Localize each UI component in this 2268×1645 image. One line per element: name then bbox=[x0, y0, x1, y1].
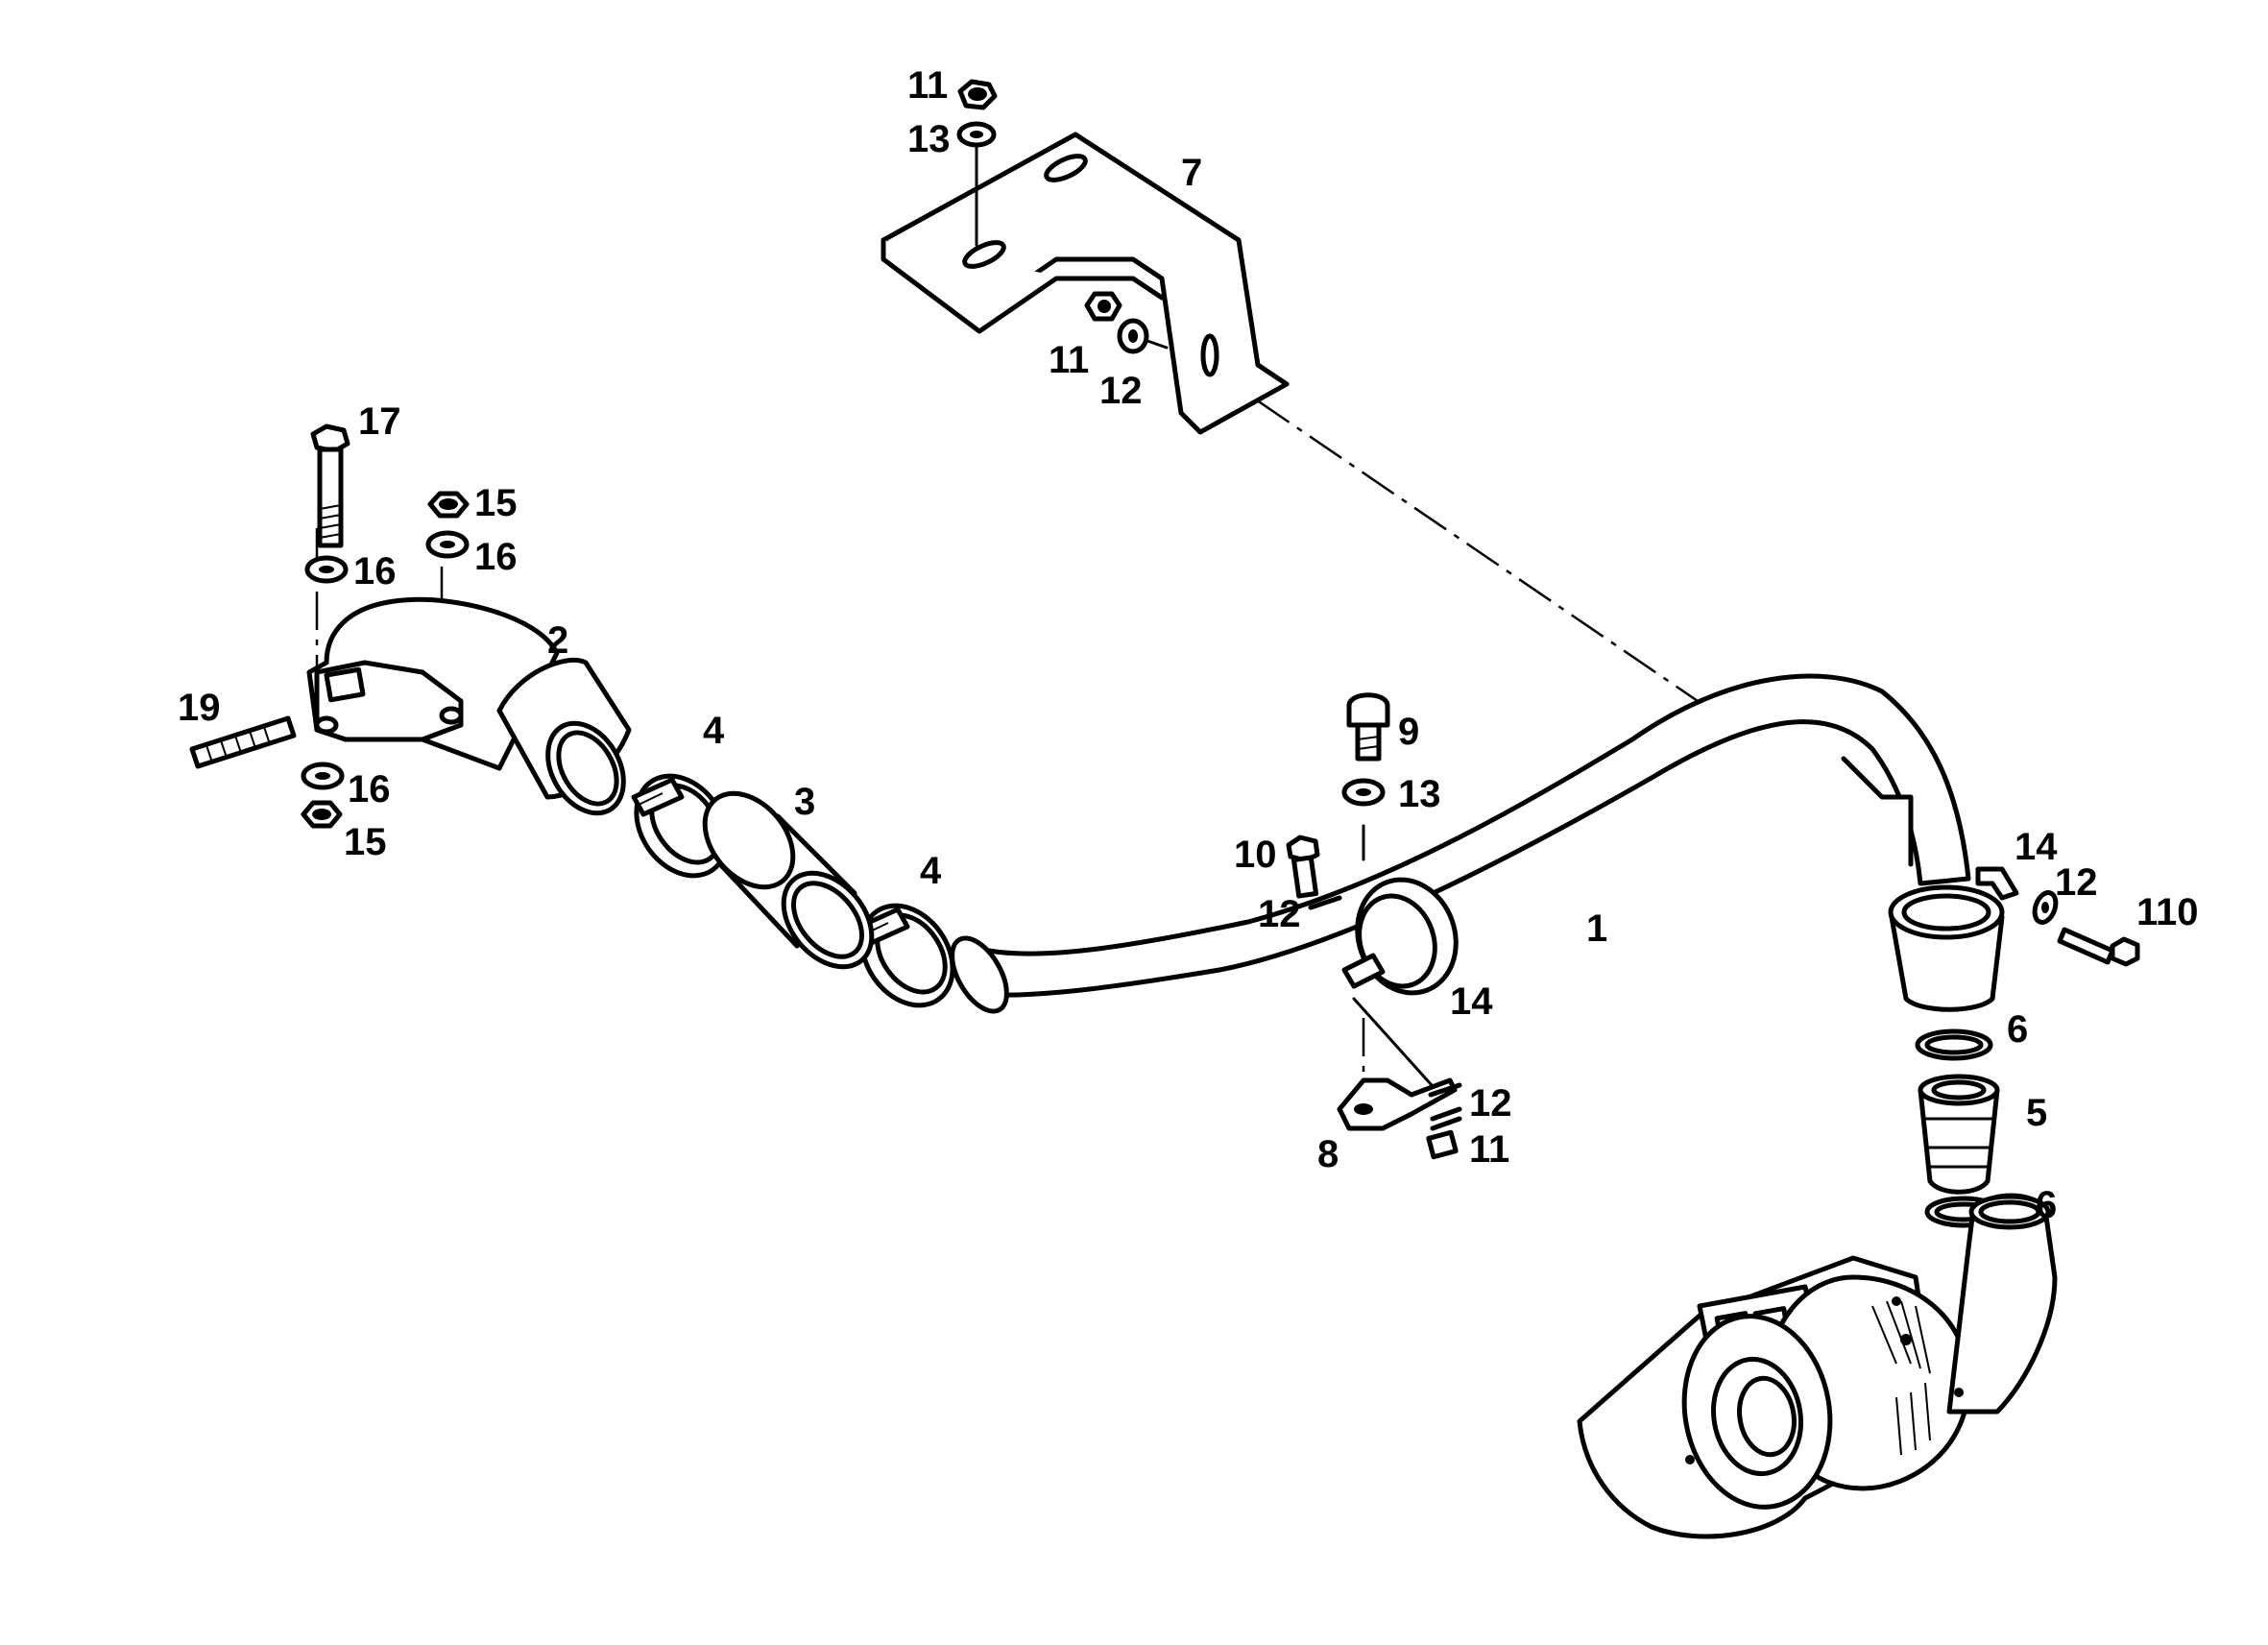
label-13-clamp: 13 bbox=[1398, 773, 1441, 815]
label-16-top-left: 16 bbox=[353, 550, 397, 593]
nut-11-top bbox=[957, 79, 998, 110]
label-4-right: 4 bbox=[920, 850, 942, 892]
bolt-9 bbox=[1346, 692, 1390, 762]
label-12-clamp: 12 bbox=[1258, 893, 1301, 935]
turbocharger bbox=[1577, 1193, 2058, 1539]
bolt-110 bbox=[2057, 927, 2140, 967]
nut-11-bottom bbox=[1426, 1129, 1459, 1160]
bolt-10 bbox=[1286, 835, 1320, 899]
clamp-4-left bbox=[631, 773, 730, 879]
washer-13-clamp bbox=[1341, 778, 1386, 807]
bracket-8 bbox=[1337, 1077, 1458, 1131]
label-6-top: 6 bbox=[2007, 1008, 2028, 1051]
washer-16-bottom bbox=[301, 762, 345, 790]
label-6-bottom: 6 bbox=[2036, 1184, 2057, 1226]
bolt-17 bbox=[310, 423, 350, 548]
label-4-left: 4 bbox=[703, 710, 725, 752]
washer-12-bottom bbox=[1430, 1106, 1462, 1131]
clamp-14-right bbox=[1888, 866, 2019, 1012]
nut-11-bracket bbox=[1084, 291, 1122, 322]
label-1: 1 bbox=[1586, 907, 1607, 950]
label-19: 19 bbox=[178, 687, 221, 729]
label-5: 5 bbox=[2026, 1092, 2047, 1134]
pipe-1 bbox=[950, 673, 1971, 1014]
washer-12-clamp bbox=[1308, 895, 1342, 910]
washer-16-top-left bbox=[304, 555, 349, 584]
washer-13-top bbox=[956, 121, 997, 148]
washer-12-right bbox=[2032, 890, 2059, 925]
label-17: 17 bbox=[358, 400, 401, 443]
label-15-top: 15 bbox=[474, 482, 518, 524]
label-13-top: 13 bbox=[907, 118, 951, 160]
label-15-bottom: 15 bbox=[344, 821, 387, 863]
label-10: 10 bbox=[1234, 834, 1277, 876]
washer-12-bracket bbox=[1117, 318, 1149, 354]
sleeve-3 bbox=[702, 790, 875, 970]
label-12-bottom: 12 bbox=[1469, 1082, 1512, 1125]
label-11-bottom: 11 bbox=[1469, 1128, 1509, 1171]
label-16-bottom: 16 bbox=[348, 768, 391, 810]
label-110: 110 bbox=[2136, 891, 2199, 933]
nut-15-top bbox=[427, 491, 470, 519]
clamp-4-right bbox=[857, 903, 955, 1008]
callout-labels: 1 2 3 4 4 5 6 6 7 8 9 10 11 11 11 12 12 … bbox=[178, 64, 2199, 1226]
label-7: 7 bbox=[1181, 152, 1202, 194]
label-11-bracket: 11 bbox=[1049, 339, 1089, 381]
label-14-right: 14 bbox=[2015, 826, 2058, 868]
label-14-left: 14 bbox=[1450, 980, 1493, 1023]
label-11-top: 11 bbox=[907, 64, 948, 107]
label-16-top-right: 16 bbox=[474, 536, 518, 578]
clamp-14-left bbox=[1341, 877, 1459, 996]
label-2: 2 bbox=[547, 619, 568, 662]
label-9: 9 bbox=[1398, 711, 1419, 753]
nut-15-bottom bbox=[301, 800, 343, 829]
label-8: 8 bbox=[1317, 1133, 1339, 1175]
seal-6-top bbox=[1915, 1028, 1993, 1061]
label-3: 3 bbox=[794, 781, 815, 823]
stud-19 bbox=[189, 715, 297, 769]
label-12-right: 12 bbox=[2055, 861, 2098, 904]
label-12-bracket: 12 bbox=[1099, 370, 1143, 412]
bracket-7 bbox=[881, 132, 1290, 435]
washer-16-top-right bbox=[425, 530, 470, 559]
elbow-2 bbox=[306, 596, 632, 816]
adapter-5 bbox=[1918, 1074, 2000, 1195]
